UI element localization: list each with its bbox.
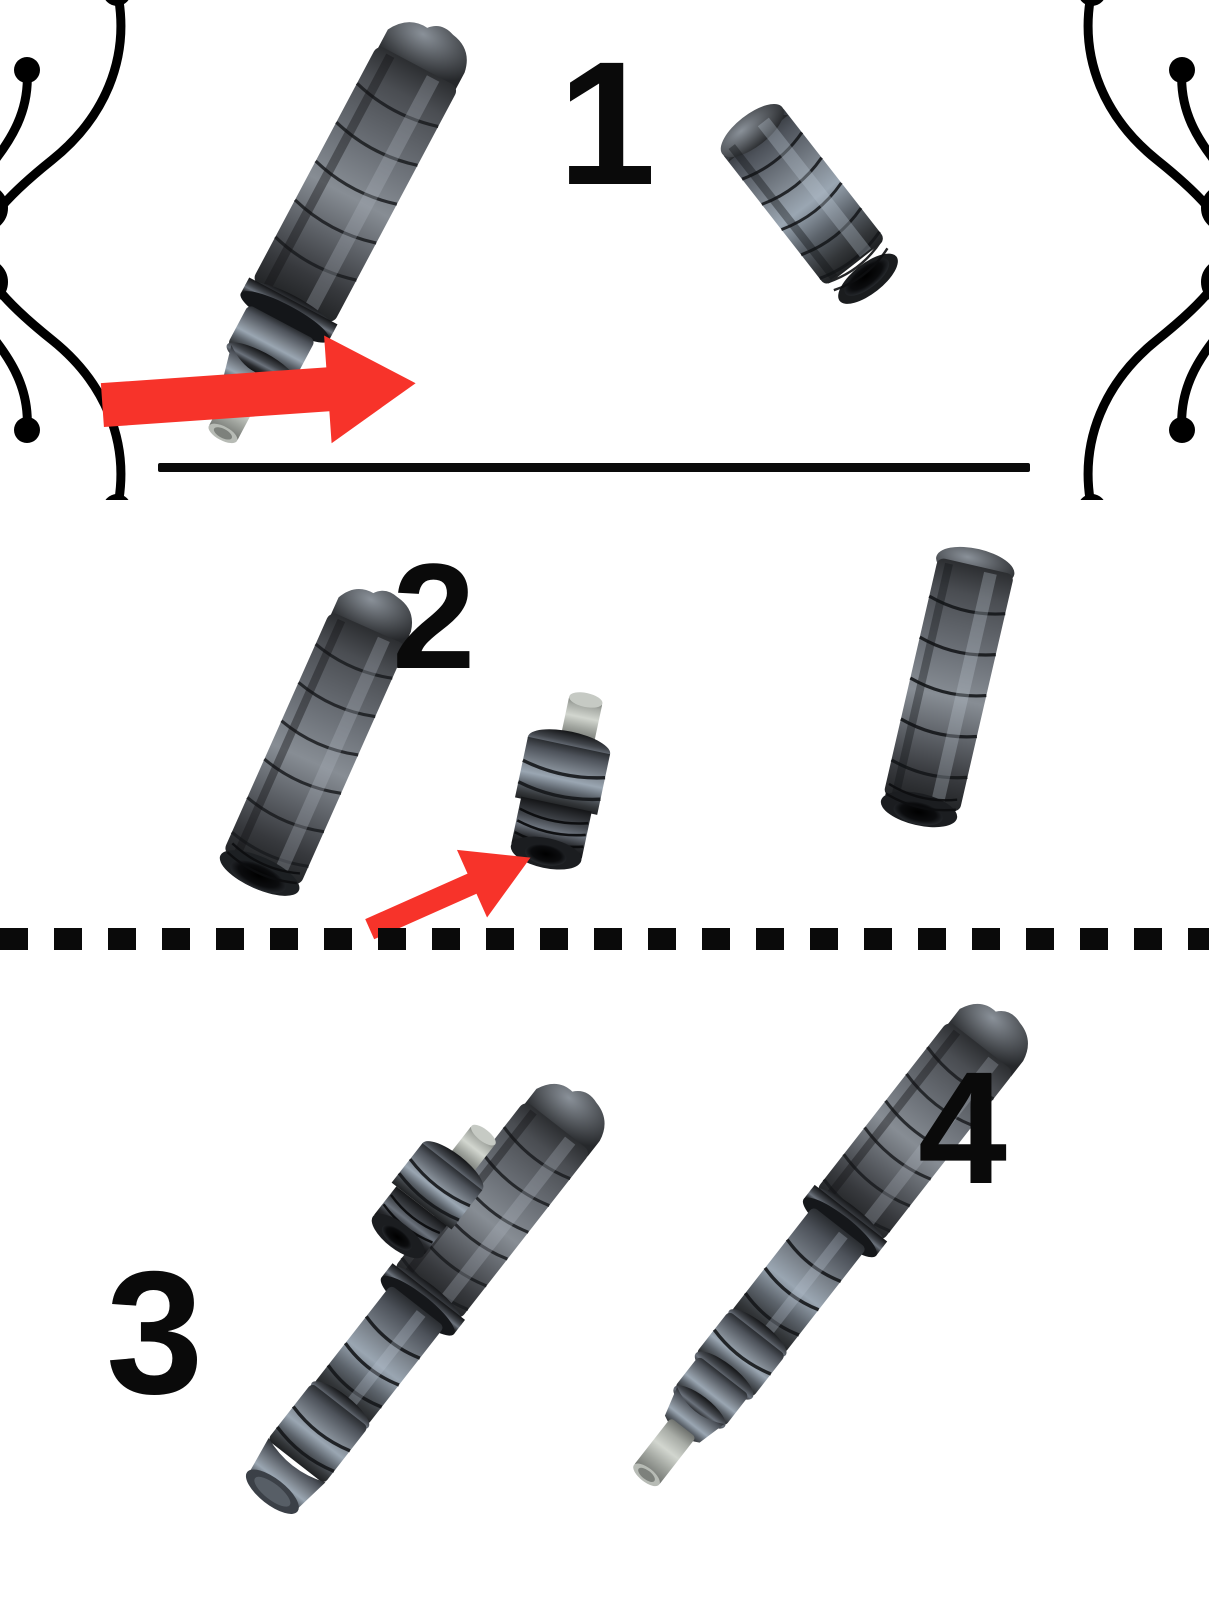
ornamental-flourish-left-icon bbox=[0, 0, 182, 522]
part-baton-grip-section-step2 bbox=[832, 522, 1072, 882]
step-number-3: 3 bbox=[106, 1236, 203, 1431]
part-baton-grip-section-step1 bbox=[612, 62, 1012, 352]
step-number-2: 2 bbox=[392, 532, 475, 700]
part-baton-fully-assembled bbox=[430, 930, 1209, 1550]
ornamental-flourish-right-icon bbox=[1027, 0, 1209, 522]
part-connector-nut-piece-step3 bbox=[358, 1118, 538, 1273]
step-number-4: 4 bbox=[918, 1038, 1007, 1217]
part-baton-main-body-open bbox=[140, 552, 500, 972]
divider-solid bbox=[158, 463, 1030, 472]
part-baton-main-body-with-shaft bbox=[170, 18, 590, 488]
divider-dashed bbox=[0, 928, 1209, 950]
step-number-1: 1 bbox=[558, 26, 656, 222]
part-connector-nut-piece-step2 bbox=[486, 688, 646, 908]
